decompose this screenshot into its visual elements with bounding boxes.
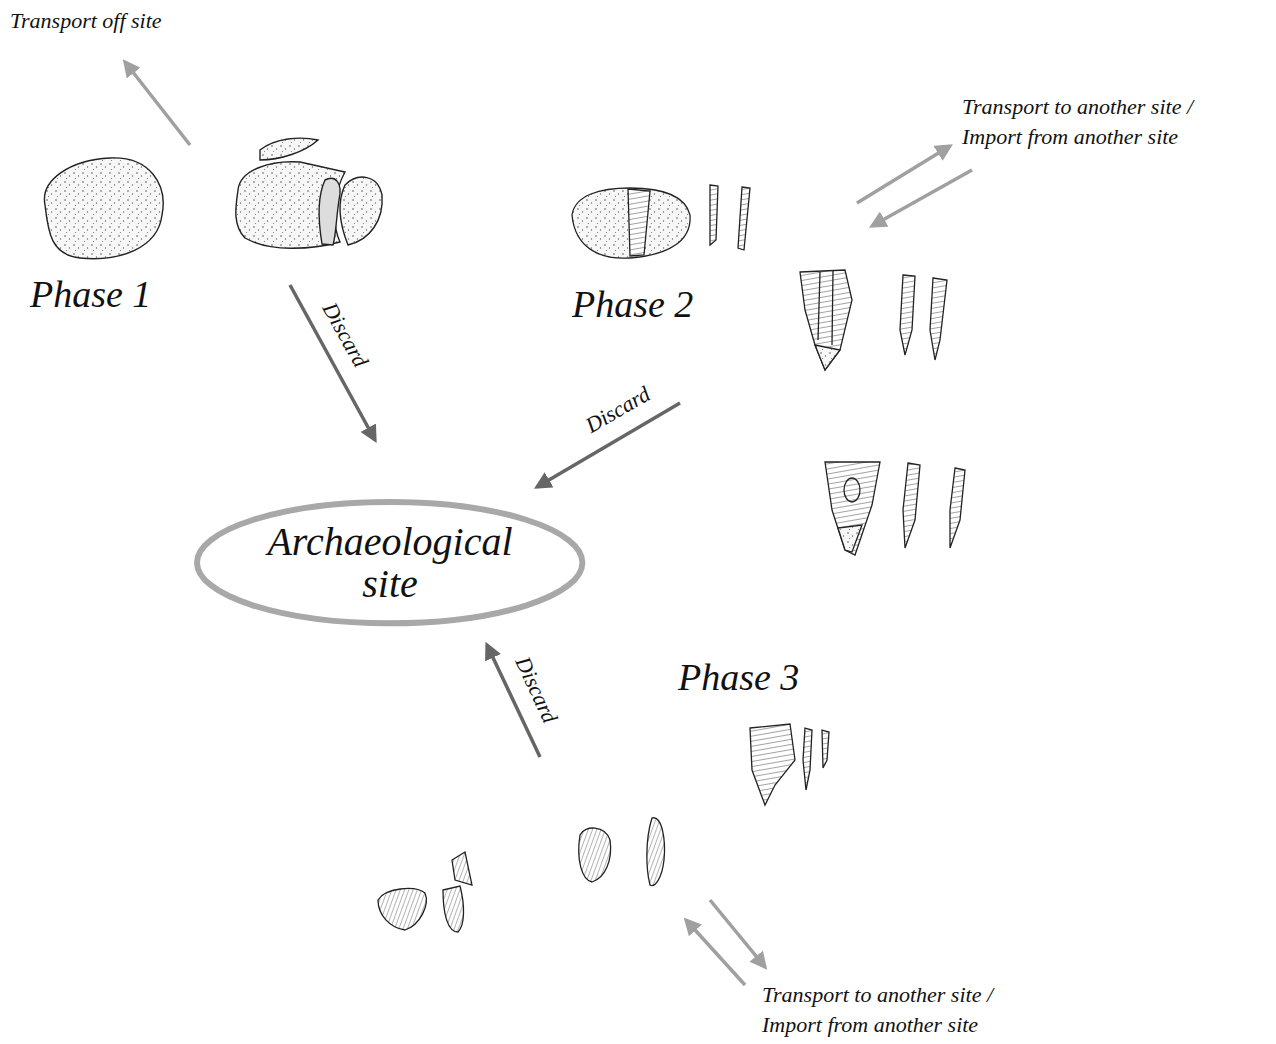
- bladelet-core-part: [822, 730, 829, 768]
- prismatic-core-and-blades-part: [818, 271, 833, 345]
- tested-nodule: [236, 138, 382, 248]
- prismatic-core-and-blades-part: [815, 345, 840, 370]
- bladelet-core: [750, 724, 829, 805]
- retouched-tools: [378, 818, 665, 932]
- transport-note: Transport to another site / Import from …: [762, 980, 1054, 1039]
- retouched-tools-part: [452, 852, 472, 885]
- transport-arrows: [125, 62, 972, 985]
- tested-nodule-part: [236, 162, 345, 249]
- initial-core-and-blades-part: [572, 188, 690, 258]
- site-label: Archaeological site: [255, 521, 525, 605]
- initial-core-and-blades: [572, 185, 750, 258]
- retouched-tools-part: [647, 818, 665, 886]
- prismatic-core-and-blades: [800, 270, 947, 370]
- discard-arrows-part: [290, 285, 375, 440]
- transport-arrows-part: [857, 146, 950, 203]
- exhausted-core-and-blades-part: [903, 463, 920, 548]
- initial-core-and-blades-part: [628, 189, 650, 256]
- initial-core-and-blades-part: [738, 187, 750, 250]
- exhausted-core-and-blades-part: [950, 468, 965, 548]
- exhausted-core-and-blades-part: [844, 478, 860, 502]
- ellipse-shape: [197, 502, 582, 623]
- retouched-tools-part: [579, 828, 611, 882]
- phase-title: Phase 3: [678, 655, 799, 701]
- prismatic-core-and-blades-part: [800, 270, 852, 370]
- raw-nodule: [44, 158, 163, 259]
- phase-title: Phase 1: [30, 272, 151, 318]
- tested-nodule-part: [340, 177, 382, 245]
- retouched-tools-part: [378, 889, 426, 930]
- exhausted-core-and-blades-part: [838, 525, 862, 552]
- tested-nodule-part: [260, 138, 318, 160]
- phase-title: Phase 2: [572, 282, 693, 328]
- prismatic-core-and-blades-part: [900, 275, 915, 355]
- transport-note: Transport to another site / Import from …: [962, 92, 1254, 151]
- transport-arrows-part: [125, 62, 190, 145]
- transport-arrows-part: [686, 920, 745, 985]
- discard-label: Discard: [316, 296, 375, 374]
- transport-note: Transport off site: [10, 8, 162, 34]
- discard-label: Discard: [579, 380, 656, 440]
- prismatic-core-and-blades-part: [930, 278, 947, 360]
- bladelet-core-part: [750, 724, 795, 805]
- tested-nodule-part: [319, 178, 340, 245]
- exhausted-core-and-blades: [825, 462, 965, 555]
- exhausted-core-and-blades-part: [825, 462, 880, 555]
- site-ellipse: Archaeological site: [193, 498, 586, 627]
- raw-nodule-part: [44, 158, 163, 259]
- bladelet-core-part: [803, 728, 812, 790]
- discard-label: Discard: [508, 651, 563, 729]
- retouched-tools-part: [443, 886, 464, 932]
- transport-arrows-part: [872, 170, 972, 226]
- initial-core-and-blades-part: [710, 185, 718, 245]
